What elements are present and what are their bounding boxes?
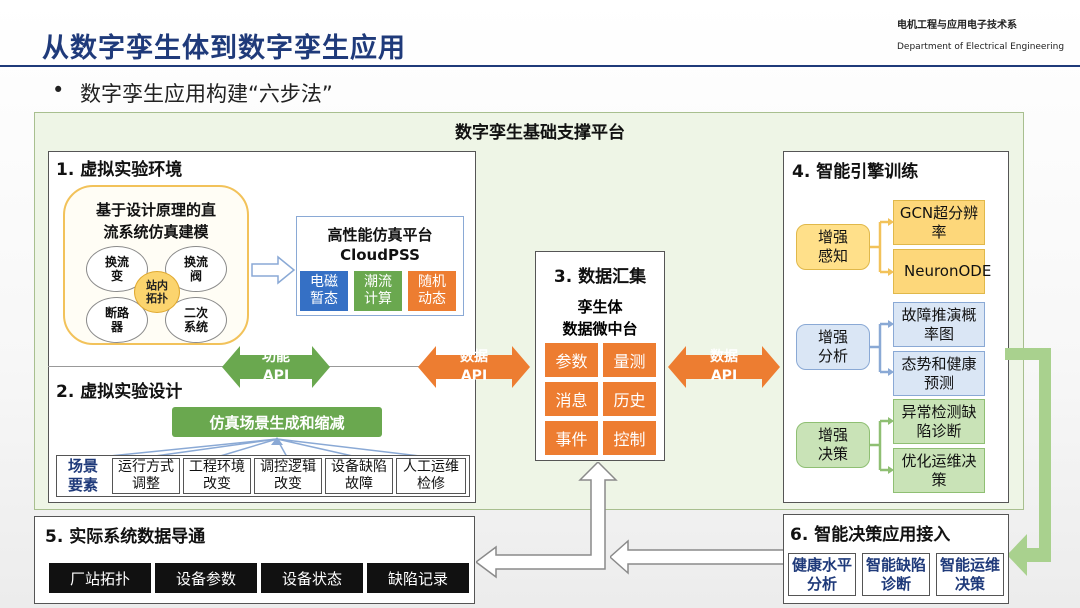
- data-api-arrow-right: [668, 346, 780, 388]
- scene-elements-label-1: 场景: [67, 457, 98, 475]
- panel1-title: 1. 虚拟实验环境: [56, 160, 183, 180]
- scene-equipment-defect: 设备缺陷故障: [325, 458, 393, 494]
- cell-label: 智能缺陷诊断: [865, 555, 926, 593]
- scene-operation-mode: 运行方式调整: [112, 458, 180, 494]
- panel4-title: 4. 智能引擎训练: [792, 162, 919, 182]
- item-gcn-super-resolution: GCN超分辨率: [893, 200, 985, 245]
- data-api-right-label-1: 数据: [710, 349, 738, 365]
- group-label: 增强决策: [817, 426, 848, 463]
- sim-platform-subtitle: CloudPSS: [340, 246, 420, 264]
- modeling-title-line2: 流系统仿真建模: [103, 223, 209, 241]
- panel3-subtitle-1: 孪生体: [577, 298, 623, 316]
- panel3-title: 3. 数据汇集: [553, 267, 647, 287]
- cell-maintenance-decision: 智能运维决策: [936, 553, 1004, 596]
- group-brackets: [870, 218, 894, 474]
- cell-events: 事件: [545, 421, 598, 455]
- group-enhanced-decision: 增强决策: [796, 422, 870, 468]
- cell-measurement: 量测: [603, 343, 656, 377]
- chip-label: 随机动态: [418, 274, 446, 307]
- item-maintenance-decision: 优化运维决策: [893, 448, 985, 493]
- item-label: NeuronODE: [904, 262, 992, 280]
- platform-title: 数字孪生基础支撑平台: [455, 123, 625, 143]
- cell-equipment-status: 设备状态: [261, 563, 363, 593]
- chip-label: 潮流计算: [364, 274, 392, 307]
- bullet-marker: •: [52, 78, 65, 102]
- cell-history: 历史: [603, 382, 656, 416]
- cell-control: 控制: [603, 421, 656, 455]
- hollow-arrow-up-to-hub: [476, 462, 618, 579]
- scene-label: 设备缺陷故障: [331, 459, 387, 492]
- node-label: 换流阀: [183, 255, 208, 283]
- cell-station-topology: 厂站拓扑: [49, 563, 151, 593]
- scene-control-logic: 调控逻辑改变: [254, 458, 322, 494]
- cell-label: 智能运维决策: [939, 555, 1000, 593]
- group-enhanced-analysis: 增强分析: [796, 324, 870, 370]
- item-label: 故障推演概率图: [901, 305, 977, 343]
- cell-label: 健康水平分析: [791, 555, 852, 593]
- item-fault-deduction: 故障推演概率图: [893, 302, 985, 347]
- scene-label: 人工运维检修: [403, 459, 459, 492]
- chip-em-transient: 电磁暂态: [300, 271, 348, 311]
- group-enhanced-perception: 增强感知: [796, 224, 870, 270]
- cell-equipment-parameters: 设备参数: [155, 563, 257, 593]
- item-anomaly-detection: 异常检测缺陷诊断: [893, 399, 985, 444]
- cell-health-analysis: 健康水平分析: [788, 553, 856, 596]
- node-label: 二次系统: [183, 306, 208, 334]
- item-neuron-ode: NeuronODE: [893, 249, 992, 294]
- group-label: 增强感知: [817, 228, 848, 265]
- cell-defect-diagnosis: 智能缺陷诊断: [862, 553, 930, 596]
- scene-label: 运行方式调整: [118, 459, 174, 492]
- data-api-right-label-2: API: [710, 368, 738, 384]
- bullet-text: 数字孪生应用构建“六步法”: [80, 82, 333, 106]
- item-label: GCN超分辨率: [899, 203, 979, 241]
- green-elbow-arrow: [1005, 348, 1051, 576]
- org-name-en: Department of Electrical Engineering: [897, 42, 1065, 52]
- data-api-left-label-2: API: [460, 368, 488, 384]
- scene-generation-button: 仿真场景生成和缩减: [172, 407, 382, 437]
- arrow-right-hollow: [251, 255, 296, 285]
- group-label: 增强分析: [817, 328, 848, 365]
- item-health-prediction: 态势和健康预测: [893, 351, 985, 396]
- node-label: 换流变: [104, 255, 129, 283]
- chip-stochastic-dynamic: 随机动态: [408, 271, 456, 311]
- hollow-arrow-left-from-panel6: [610, 539, 785, 575]
- cell-parameters: 参数: [545, 343, 598, 377]
- scene-manual-maintenance: 人工运维检修: [396, 458, 466, 494]
- panel2-title: 2. 虚拟实验设计: [56, 382, 183, 402]
- chip-power-flow: 潮流计算: [354, 271, 402, 311]
- cell-messages: 消息: [545, 382, 598, 416]
- item-label: 异常检测缺陷诊断: [901, 402, 977, 440]
- panel6-title: 6. 智能决策应用接入: [790, 525, 951, 545]
- scene-fan-arrows: [99, 437, 429, 458]
- scene-label: 工程环境改变: [189, 459, 245, 492]
- slide-title: 从数字孪生体到数字孪生应用: [42, 33, 406, 64]
- item-label: 优化运维决策: [901, 451, 977, 489]
- cell-defect-records: 缺陷记录: [367, 563, 469, 593]
- header-divider: [0, 65, 1080, 67]
- function-api-arrow: [222, 346, 330, 388]
- data-api-arrow-left: [418, 346, 530, 388]
- function-api-label-2: API: [262, 368, 290, 384]
- data-api-left-label-1: 数据: [460, 349, 488, 365]
- function-api-label-1: 功能: [262, 349, 290, 365]
- chip-label: 电磁暂态: [310, 274, 338, 307]
- panel5-title: 5. 实际系统数据导通: [45, 527, 206, 547]
- modeling-title-line1: 基于设计原理的直: [95, 201, 216, 219]
- sim-platform-title: 高性能仿真平台: [327, 226, 433, 244]
- center-label: 站内拓扑: [146, 279, 168, 305]
- panel3-subtitle-2: 数据微中台: [562, 320, 638, 338]
- node-station-topology: 站内拓扑: [134, 271, 180, 313]
- scene-environment-change: 工程环境改变: [183, 458, 251, 494]
- node-label: 断路器: [104, 306, 129, 334]
- org-name-cn: 电机工程与应用电子技术系: [897, 20, 1017, 31]
- item-label: 态势和健康预测: [901, 354, 977, 392]
- scene-elements-label-2: 要素: [67, 476, 98, 494]
- scene-label: 调控逻辑改变: [260, 459, 316, 492]
